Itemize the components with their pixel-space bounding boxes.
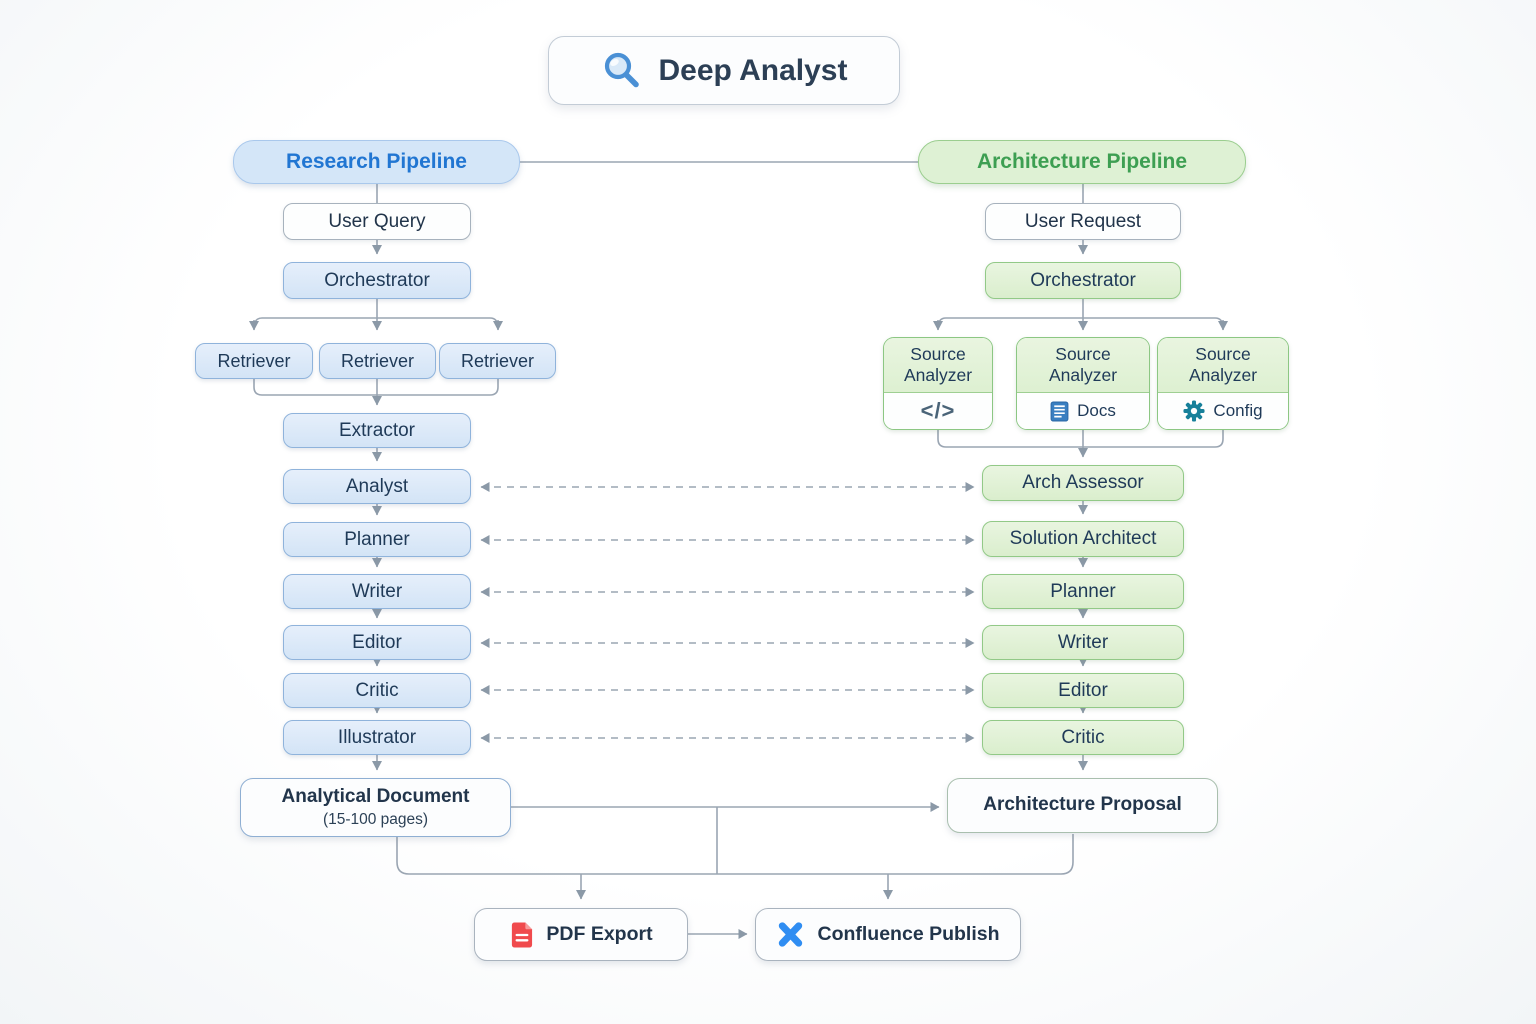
app-title: Deep Analyst [658, 53, 848, 87]
source-analyzer-docs-sub: Docs [1017, 393, 1149, 429]
node-confluence-publish: Confluence Publish [755, 908, 1021, 961]
architecture-pipeline-header: Architecture Pipeline [918, 140, 1246, 184]
source-analyzer-code-sub: </> [884, 393, 992, 429]
node-architecture-editor: Editor [982, 673, 1184, 708]
gear-icon [1183, 400, 1205, 422]
node-research-writer: Writer [283, 574, 471, 609]
code-icon: </> [920, 398, 956, 423]
confluence-x-icon [779, 922, 803, 947]
node-user-query: User Query [283, 203, 471, 240]
node-architecture-orchestrator: Orchestrator [985, 262, 1181, 299]
document-icon [1050, 401, 1069, 421]
output-flow-lines [396, 802, 1074, 939]
node-solution-architect: Solution Architect [982, 521, 1184, 557]
pdf-file-icon [512, 922, 533, 947]
node-analytical-document: Analytical Document (15-100 pages) [240, 778, 511, 837]
node-source-analyzer-code: Source Analyzer </> [883, 337, 993, 430]
confluence-publish-label: Confluence Publish [817, 923, 1000, 945]
magnifier-icon [604, 52, 639, 87]
node-source-analyzer-docs: Source Analyzer Docs [1016, 337, 1150, 430]
node-research-planner: Planner [283, 522, 471, 557]
node-research-orchestrator: Orchestrator [283, 262, 471, 299]
node-research-editor: Editor [283, 625, 471, 660]
node-research-critic: Critic [283, 673, 471, 708]
node-retriever-1: Retriever [195, 343, 313, 379]
analytical-document-title: Analytical Document [281, 786, 470, 808]
node-retriever-3: Retriever [439, 343, 556, 379]
source-analyzer-title: Source Analyzer [1158, 338, 1288, 393]
node-extractor: Extractor [283, 413, 471, 448]
node-user-request: User Request [985, 203, 1181, 240]
node-arch-assessor: Arch Assessor [982, 465, 1184, 501]
node-pdf-export: PDF Export [474, 908, 688, 961]
source-analyzer-config-label: Config [1213, 401, 1263, 420]
node-illustrator: Illustrator [283, 720, 471, 755]
source-analyzer-config-sub: Config [1158, 393, 1288, 429]
node-architecture-writer: Writer [982, 625, 1184, 660]
node-analyst: Analyst [283, 469, 471, 504]
node-architecture-proposal: Architecture Proposal [947, 778, 1218, 833]
research-flow-lines [249, 184, 503, 771]
app-title-box: Deep Analyst [548, 36, 900, 105]
source-analyzer-title: Source Analyzer [884, 338, 992, 393]
pdf-export-label: PDF Export [546, 923, 653, 945]
node-architecture-planner: Planner [982, 574, 1184, 609]
source-analyzer-docs-label: Docs [1077, 401, 1116, 420]
node-source-analyzer-config: Source Analyzer Config [1157, 337, 1289, 430]
research-pipeline-header: Research Pipeline [233, 140, 520, 184]
source-analyzer-title: Source Analyzer [1017, 338, 1149, 393]
architecture-flow-lines [933, 184, 1228, 771]
cross-pipeline-dashed-links [480, 482, 975, 743]
node-retriever-2: Retriever [319, 343, 436, 379]
analytical-document-pages: (15-100 pages) [322, 810, 429, 828]
node-architecture-critic: Critic [982, 720, 1184, 755]
